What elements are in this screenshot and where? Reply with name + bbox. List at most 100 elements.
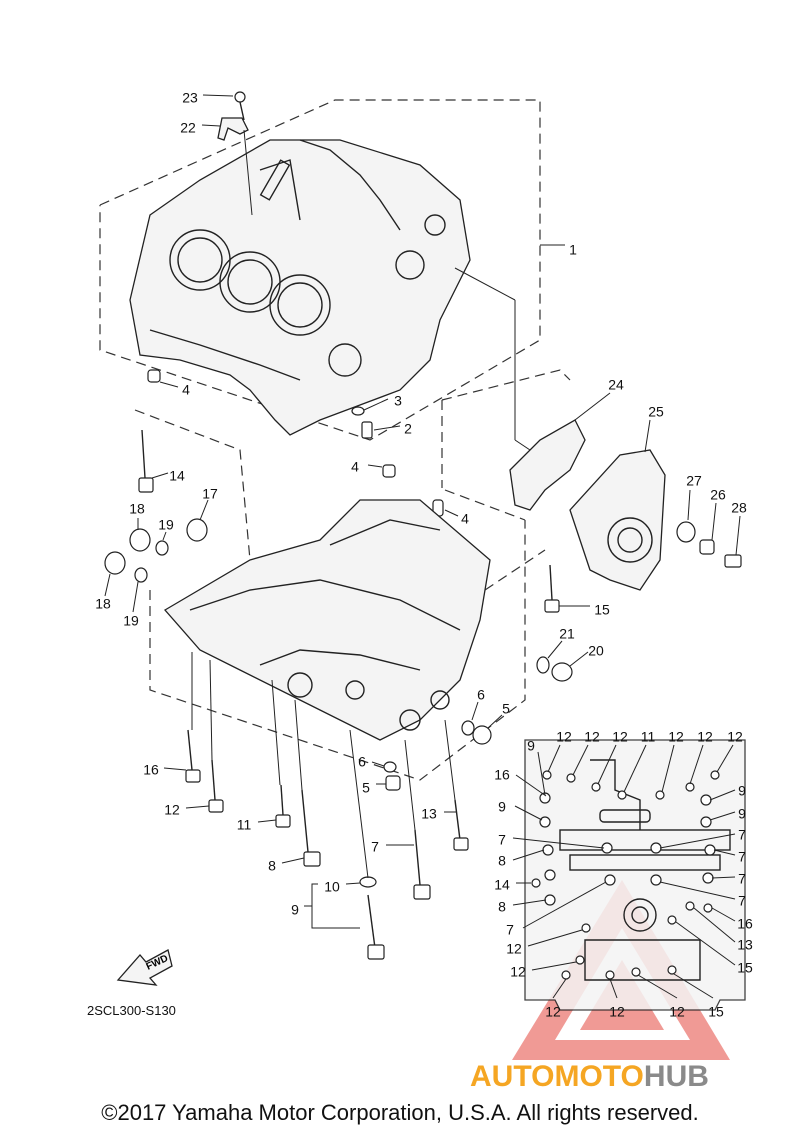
callout-r12i: 12: [545, 1004, 561, 1020]
callout-r12e: 12: [697, 729, 713, 745]
bolt-16: [163, 652, 201, 783]
callout-c8a: 8: [268, 858, 276, 874]
callout-r16a: 16: [494, 767, 510, 783]
seal-27: [676, 489, 696, 543]
callout-r15b: 15: [708, 1004, 724, 1020]
pin-26: [699, 502, 717, 555]
callout-r8a: 8: [498, 853, 506, 869]
callout-c21: 21: [559, 626, 575, 642]
callout-c5b: 5: [362, 780, 370, 796]
callout-r9c: 9: [498, 799, 506, 815]
callout-r15a: 15: [737, 960, 753, 976]
callout-c19b: 19: [123, 613, 139, 629]
oring-6-center: [371, 761, 397, 773]
fwd-arrow-icon: FWD: [116, 949, 173, 986]
callout-c6b: 6: [358, 754, 366, 770]
callout-r13: 13: [737, 937, 753, 953]
callout-c3: 3: [394, 393, 402, 409]
callout-r7a: 7: [498, 832, 506, 848]
oring-19-lower: [132, 567, 148, 613]
oring-21: [536, 640, 563, 674]
callout-c6a: 6: [477, 687, 485, 703]
callout-c25: 25: [648, 404, 664, 420]
diagram-code: 2SCL300-S130: [87, 1003, 176, 1018]
bottom-view-bolt-holes: [531, 770, 720, 980]
callout-c17: 17: [202, 486, 218, 502]
plug-20: [551, 651, 589, 682]
callout-c10: 10: [324, 879, 340, 895]
upper-crankcase: [129, 139, 471, 436]
plug-5-center: [376, 775, 401, 791]
callout-c18b: 18: [95, 596, 111, 612]
seal-17: [186, 499, 209, 542]
callout-c20: 20: [588, 643, 604, 659]
bolt-14: [138, 429, 169, 493]
callout-c14a: 14: [169, 468, 185, 484]
assembly-outlines: [99, 99, 571, 781]
callout-r12a: 12: [556, 729, 572, 745]
callout-c2: 2: [404, 421, 412, 437]
callout-r7e: 7: [738, 893, 746, 909]
watermark-text: AUTOMOTOHUB: [470, 1060, 709, 1093]
callout-c4a: 4: [182, 382, 190, 398]
callout-c23: 23: [182, 90, 198, 106]
callout-c4b: 4: [351, 459, 359, 475]
bolt-13: [444, 719, 469, 851]
callout-r12h: 12: [510, 964, 526, 980]
callout-c13a: 13: [421, 806, 437, 822]
callout-c19a: 19: [158, 517, 174, 533]
oring-6-right: [461, 701, 479, 736]
cover-25: [569, 419, 666, 591]
dowel-pins: [147, 369, 459, 517]
callout-c5a: 5: [502, 701, 510, 717]
bolt-11: [257, 679, 291, 828]
watermark-prefix: AUTOMOTO: [470, 1060, 644, 1093]
callout-c28: 28: [731, 500, 747, 516]
callout-c11a: 11: [237, 817, 252, 833]
bolt-9: [304, 729, 385, 960]
callout-c15a: 15: [594, 602, 610, 618]
callout-r12d: 12: [668, 729, 684, 745]
callout-r14: 14: [494, 877, 510, 893]
bolt-15: [544, 564, 590, 613]
clip-22: [201, 117, 253, 216]
callout-c16a: 16: [143, 762, 159, 778]
callout-c26: 26: [710, 487, 726, 503]
callout-r12c: 12: [612, 729, 628, 745]
oring-3: [351, 398, 389, 416]
callout-c22: 22: [180, 120, 196, 136]
callout-c7a: 7: [371, 839, 379, 855]
bolt-28: [724, 515, 742, 568]
callout-r7f: 7: [506, 922, 514, 938]
callout-r9b: 9: [738, 783, 746, 799]
svg-text:AUTOMOTOHUB: AUTOMOTOHUB: [470, 1060, 709, 1093]
callout-r9d: 9: [738, 806, 746, 822]
callout-c12a: 12: [164, 802, 180, 818]
seal-18-upper: [129, 518, 151, 552]
callout-r9a: 9: [527, 738, 535, 754]
callout-r12f: 12: [727, 729, 743, 745]
bolt-8: [281, 699, 321, 867]
callout-r12b: 12: [584, 729, 600, 745]
gasket-24: [509, 392, 611, 511]
bolt-23: [202, 91, 246, 121]
lower-crankcase: [163, 499, 491, 741]
plug-5-right: [472, 714, 503, 745]
callout-c1: 1: [569, 242, 577, 258]
callout-r12j: 12: [609, 1004, 625, 1020]
washer-10: [345, 876, 377, 888]
callout-r7d: 7: [738, 871, 746, 887]
callout-r16b: 16: [737, 916, 753, 932]
callout-c9a: 9: [291, 902, 299, 918]
callout-r12k: 12: [669, 1004, 685, 1020]
bolt-7: [386, 739, 431, 900]
callout-c18a: 18: [129, 501, 145, 517]
plug-2: [361, 421, 401, 439]
oring-19-upper: [155, 531, 169, 556]
callout-c4c: 4: [461, 511, 469, 527]
callout-c27: 27: [686, 473, 702, 489]
crankcase-bottom-view: [512, 739, 746, 1011]
callout-r7c: 7: [738, 849, 746, 865]
